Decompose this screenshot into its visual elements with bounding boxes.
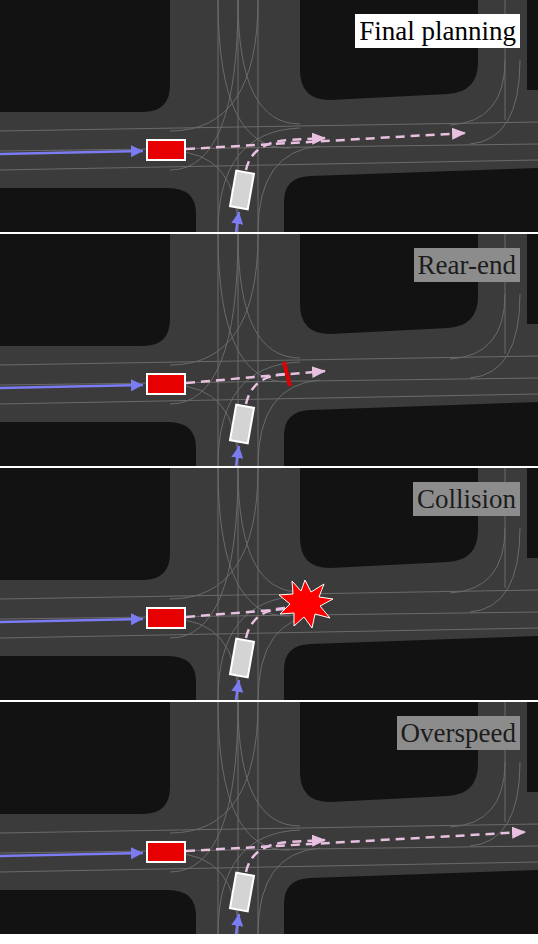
panel-title: Collision — [413, 482, 520, 516]
panel-title: Rear-end — [414, 248, 520, 282]
panel-title: Final planning — [355, 14, 520, 48]
panel-title: Overspeed — [397, 716, 520, 750]
